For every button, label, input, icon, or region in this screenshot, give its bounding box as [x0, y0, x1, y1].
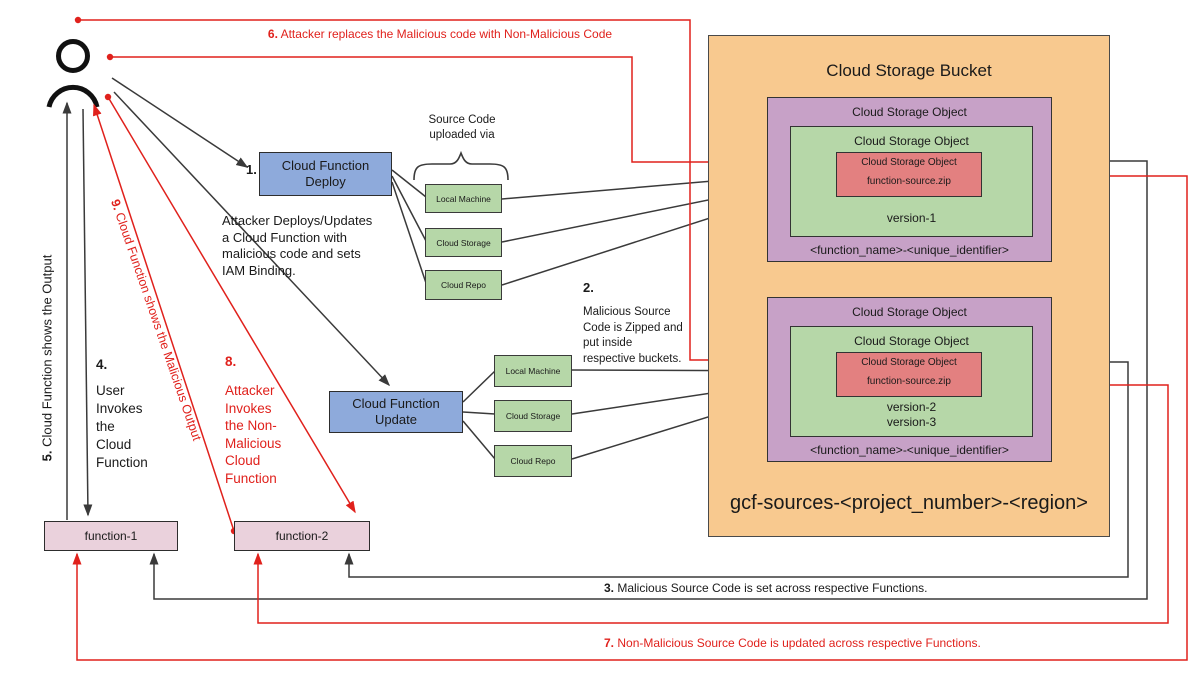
storage-object1-versions: version-1	[886, 211, 937, 225]
deploy-to-localmachine1	[391, 169, 427, 198]
bucket-name: gcf-sources-<project_number>-<region>	[730, 492, 1088, 514]
bucket-title: Cloud Storage Bucket	[826, 61, 992, 80]
storage-object2-identifier: <function_name>-<unique_identifier>	[810, 443, 1009, 457]
function1-node: function-1	[44, 521, 178, 551]
arrow-person-update	[113, 91, 391, 387]
arrow-step8-person-to-function2	[107, 96, 356, 514]
step7-caption: 7. Non-Malicious Source Code is updated …	[604, 636, 981, 650]
step5-number: 5.	[39, 450, 55, 462]
update-to-localmachine2	[462, 370, 496, 403]
upload1-local-machine-node: Local Machine	[425, 184, 502, 213]
storage-object1-identifier: <function_name>-<unique_identifier>	[810, 243, 1009, 257]
step5-text: Cloud Function shows the Output	[39, 254, 55, 451]
upload1-cloud-repo-node: Cloud Repo	[425, 270, 502, 300]
route-step7-zip1-to-function1	[72, 175, 1188, 661]
cloud-function-update-node: Cloud Function Update	[329, 391, 463, 433]
step3-number: 3.	[604, 581, 615, 595]
storage-object2-middle-label: Cloud Storage Object	[854, 334, 969, 348]
update-to-cloudrepo2	[462, 420, 496, 460]
step3-text: Malicious Source Code is set across resp…	[614, 581, 928, 595]
upload2-local-machine-node: Local Machine	[494, 355, 572, 387]
storage-object2-inner: Cloud Storage Object function-source.zip	[836, 352, 982, 397]
step2-text: Malicious Source Code is Zipped and put …	[583, 306, 683, 365]
upload1-cloud-storage-node: Cloud Storage	[425, 228, 502, 257]
step4-number: 4.	[96, 357, 108, 372]
storage-object2-versions: version-2 version-3	[886, 400, 937, 429]
attacker-deploys-note: Attacker Deploys/Updates a Cloud Functio…	[222, 213, 373, 278]
arrow-step1-deploy	[111, 77, 249, 168]
upload2-cloud-storage-node: Cloud Storage	[494, 400, 572, 432]
deploy-to-cloudstorage1	[391, 175, 427, 242]
source-code-uploaded-label: Source Code uploaded via	[428, 114, 496, 141]
deploy-to-cloudrepo1	[391, 181, 427, 284]
attacker-person-icon	[46, 39, 100, 108]
step7-text: Non-Malicious Source Code is updated acr…	[614, 636, 981, 650]
arrow-step9-function2-to-person	[93, 103, 235, 532]
arrow-step4-person-to-function1	[82, 108, 93, 517]
upload2-cloud-repo-node: Cloud Repo	[494, 445, 572, 477]
step4-text: User Invokes the Cloud Function	[96, 383, 148, 470]
step5-caption: 5. Cloud Function shows the Output	[40, 233, 55, 483]
storage-object1-file: function-source.zip	[867, 176, 951, 187]
storage-object1-outer-label: Cloud Storage Object	[852, 105, 967, 119]
brace-uploaded-via	[413, 150, 509, 181]
step1-number: 1.	[246, 162, 257, 177]
storage-object1-inner-label: Cloud Storage Object	[861, 157, 957, 168]
storage-object1-inner: Cloud Storage Object function-source.zip	[836, 152, 982, 197]
step6-number: 6.	[267, 27, 278, 41]
step7-number: 7.	[604, 636, 615, 650]
storage-object2-inner-label: Cloud Storage Object	[861, 357, 957, 368]
step6-text: Attacker replaces the Malicious code wit…	[277, 27, 613, 41]
step3-caption: 3. Malicious Source Code is set across r…	[604, 581, 927, 595]
step2-number: 2.	[583, 280, 594, 295]
function2-node: function-2	[234, 521, 370, 551]
step6-caption: 6. Attacker replaces the Malicious code …	[230, 27, 650, 41]
step8-text: Attacker Invokes the Non- Malicious Clou…	[225, 383, 282, 486]
storage-object2-outer-label: Cloud Storage Object	[852, 305, 967, 319]
update-to-cloudstorage2	[462, 411, 496, 415]
step8-number: 8.	[225, 354, 237, 369]
storage-object2-file: function-source.zip	[867, 376, 951, 387]
storage-object1-middle-label: Cloud Storage Object	[854, 134, 969, 148]
cloud-function-deploy-node: Cloud Function Deploy	[259, 152, 392, 196]
